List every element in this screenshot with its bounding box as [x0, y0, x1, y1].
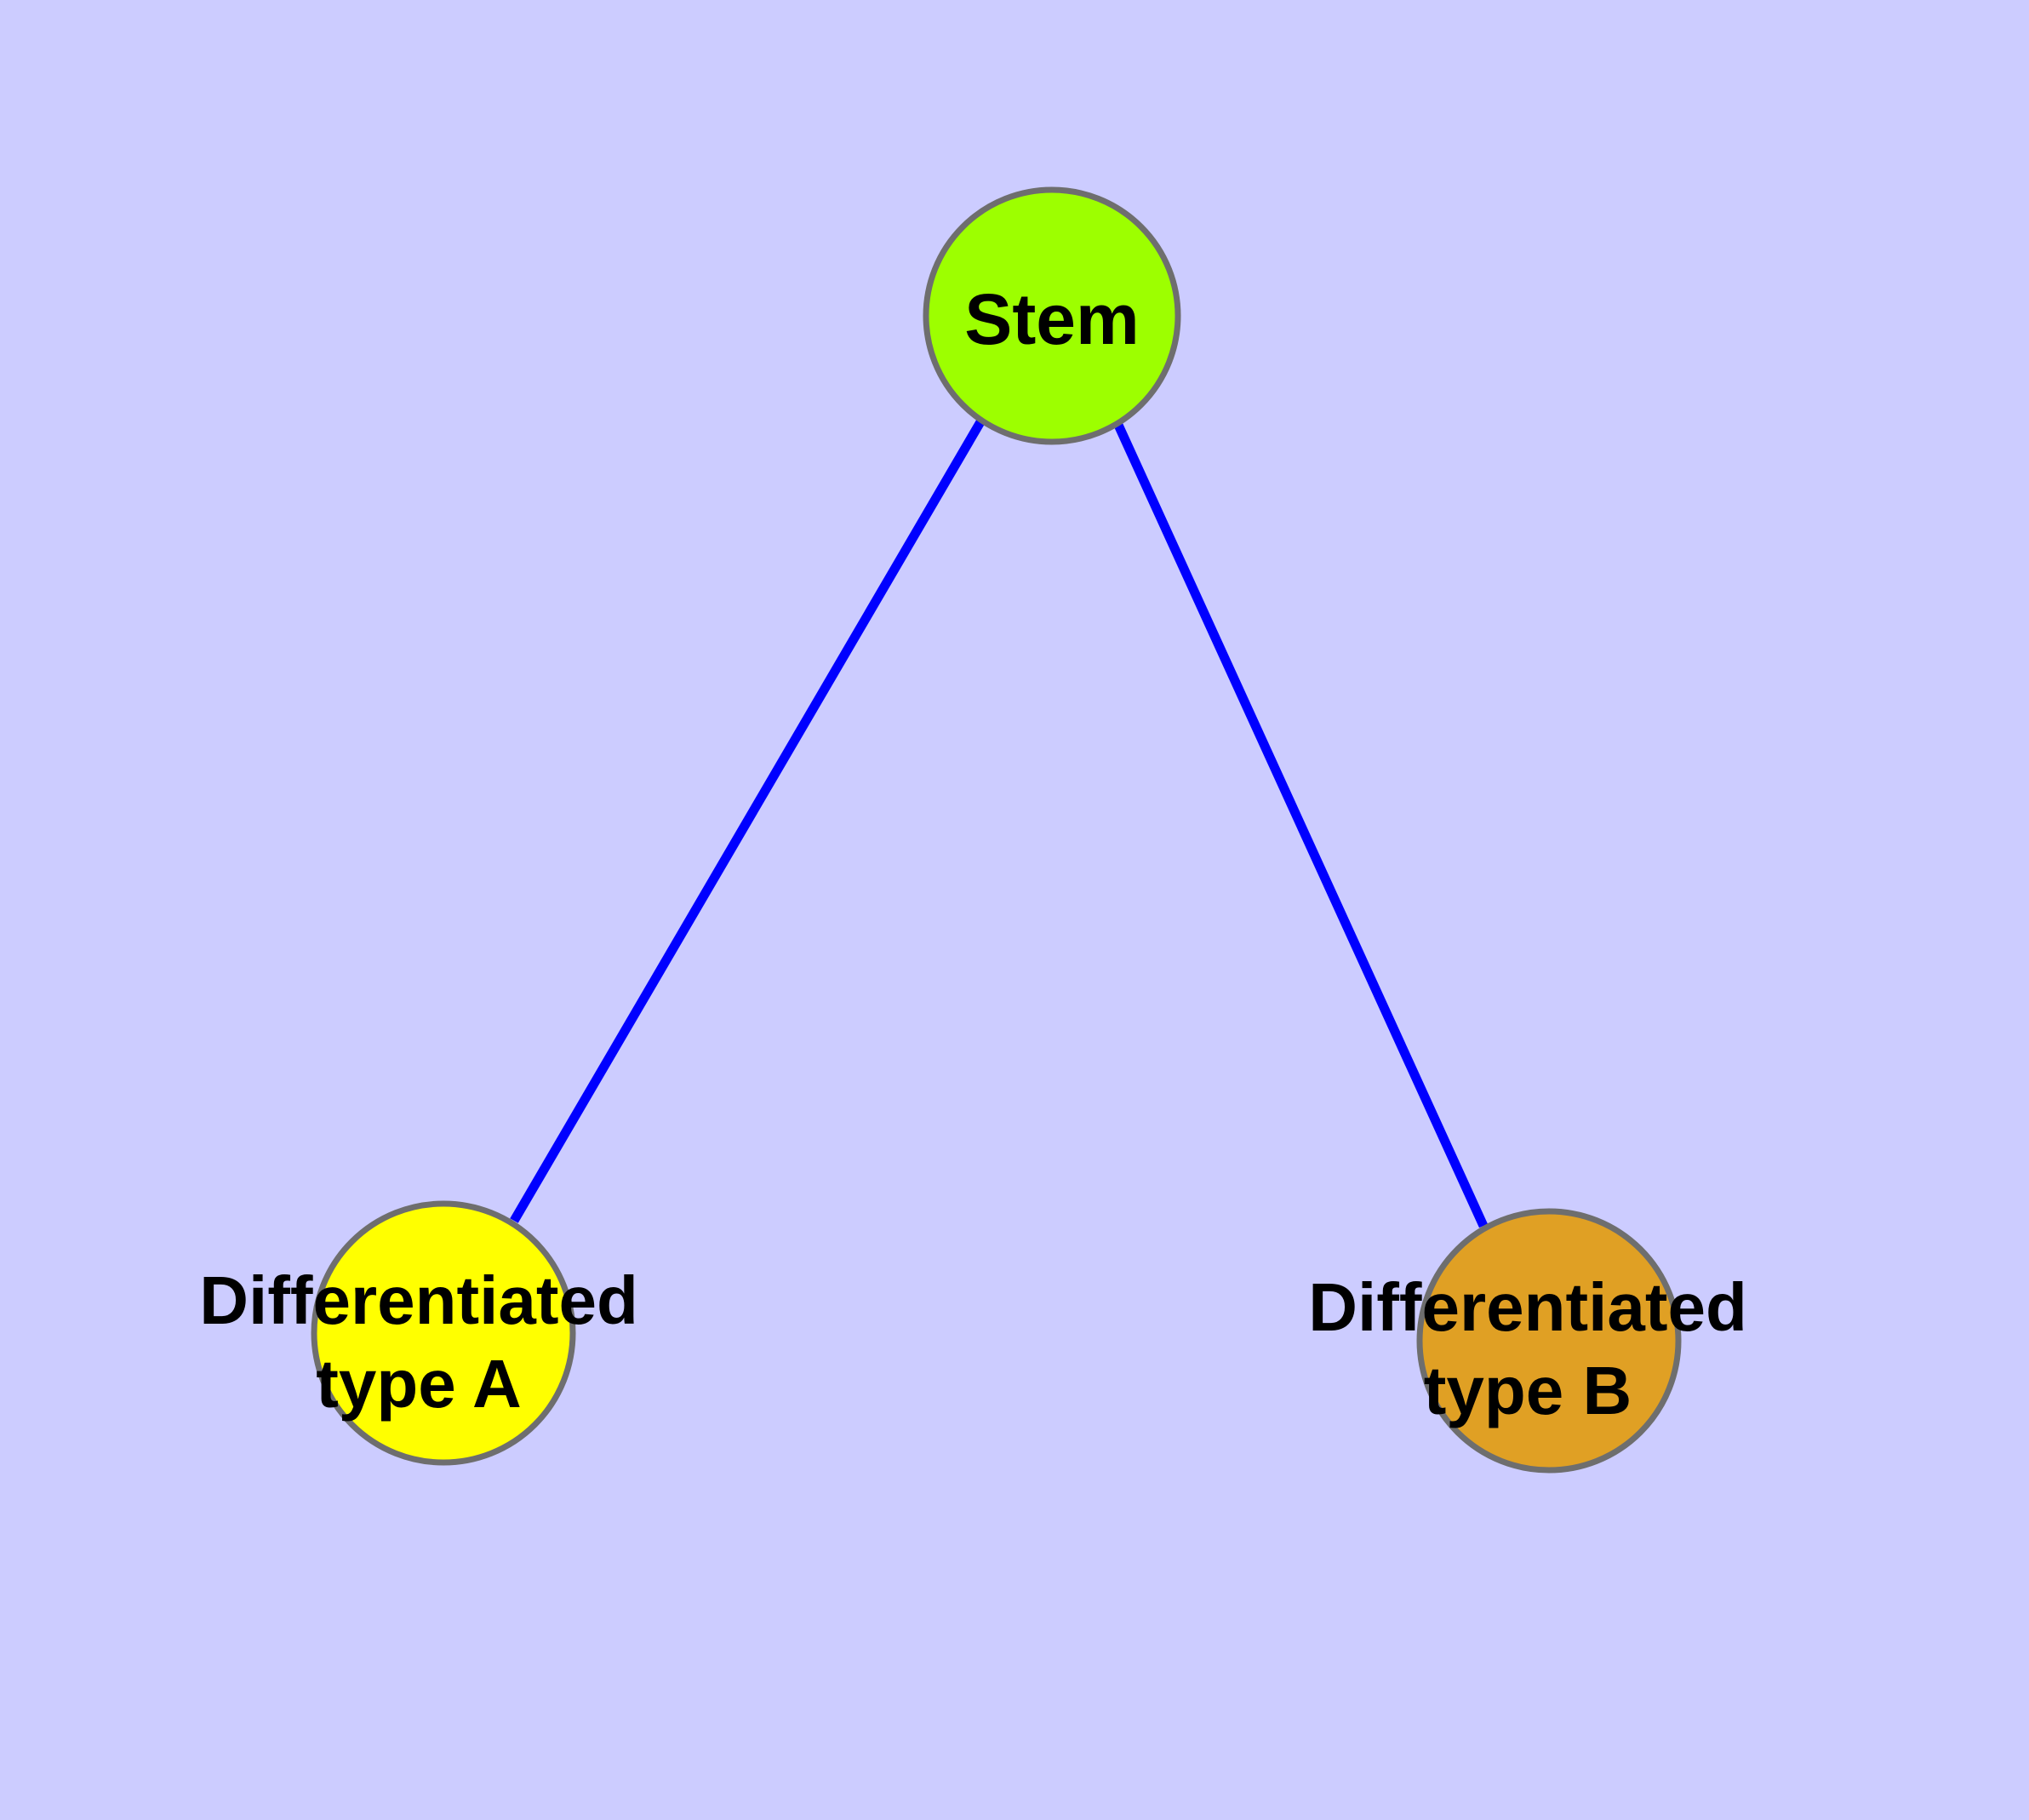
node-label-line: Differentiated [1308, 1269, 1747, 1345]
graph-node-differentiated-type-b[interactable] [1416, 1208, 1682, 1474]
nodes-group [311, 186, 1682, 1474]
graph-node-differentiated-type-a[interactable] [311, 1200, 576, 1466]
graph-node-stem[interactable] [923, 186, 1181, 445]
node-label-line: Stem [964, 279, 1139, 359]
edges-group [510, 418, 1489, 1228]
graph-edge-stem-to-type-b [1112, 421, 1489, 1228]
node-label-line: type B [1424, 1352, 1632, 1428]
node-label-line: type A [316, 1345, 522, 1421]
node-label-stem: Stem [964, 279, 1139, 359]
node-label-line: Differentiated [199, 1262, 638, 1338]
graph-edge-stem-to-type-a [510, 418, 986, 1223]
